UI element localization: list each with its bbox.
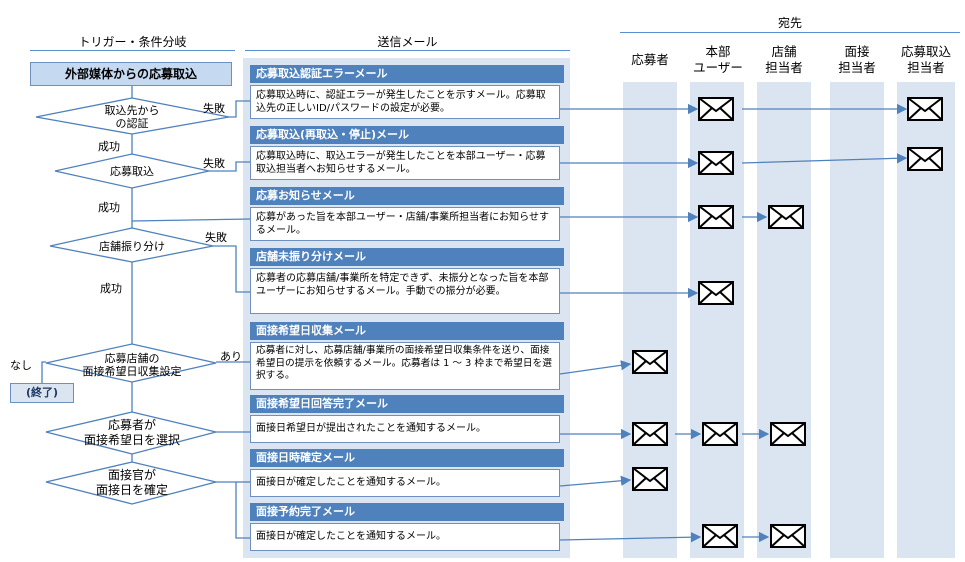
end-node: (終了) xyxy=(10,383,74,403)
edge-label-fail-intake: 失敗 xyxy=(203,157,225,170)
edge-label-no: なし xyxy=(10,359,32,372)
edge-label-ok-intake: 成功 xyxy=(98,201,120,214)
mail-body-date-fixed: 面接日が確定したことを通知するメール。 xyxy=(250,469,560,497)
decision-label-intake: 応募取込 xyxy=(110,165,154,178)
mail-title-unassigned: 店舗未振り分けメール xyxy=(250,248,564,266)
decision-diamond-store xyxy=(49,227,214,263)
mail-envelope-icon xyxy=(907,97,943,121)
dest-header-rule xyxy=(620,32,960,33)
mail-body-auth-error: 応募取込時に、認証エラーが発生したことを示すメール。応募取込先の正しいID/パス… xyxy=(250,85,560,119)
mail-title-dates-answered: 面接希望日回答完了メール xyxy=(250,395,564,413)
recipient-column-interviewer xyxy=(830,82,884,558)
decision-label-collect: 応募店舗の 面接希望日収集設定 xyxy=(82,352,182,378)
mail-envelope-icon xyxy=(698,97,734,121)
mail-body-reservation-complete: 面接日が確定したことを通知するメール。 xyxy=(250,523,560,551)
mail-title-date-fixed: 面接日時確定メール xyxy=(250,449,564,467)
trigger-header: トリガー・条件分岐 xyxy=(78,35,187,49)
edge-label-fail-auth: 失敗 xyxy=(203,102,225,115)
start-node: 外部媒体からの応募取込 xyxy=(30,62,232,86)
recipient-store-label: 店舗 担当者 xyxy=(765,44,803,75)
mail-title-collect-dates: 面接希望日収集メール xyxy=(250,322,564,340)
mail-header: 送信メール xyxy=(377,35,438,49)
mail-body-unassigned: 応募者の応募店舗/事業所を特定できず、未振分となった旨を本部ユーザーにお知らせす… xyxy=(250,268,560,314)
decision-label-select: 応募者が 面接希望日を選択 xyxy=(83,418,180,447)
decision-diamond-auth xyxy=(35,97,230,135)
mail-body-dates-answered: 面接日希望日が提出されたことを通知するメール。 xyxy=(250,415,560,443)
recipient-hq-label: 本部 ユーザー xyxy=(693,44,743,75)
mail-envelope-icon xyxy=(698,281,734,305)
mail-envelope-icon xyxy=(632,422,668,446)
mail-body-application-notice: 応募があった旨を本部ユーザー・店舗/事業所担当者にお知らせするメール。 xyxy=(250,207,560,241)
recipient-intake-label: 応募取込 担当者 xyxy=(900,44,951,75)
mail-envelope-icon xyxy=(770,422,806,446)
edge-label-fail-store: 失敗 xyxy=(205,231,227,244)
decision-label-store: 店舗振り分け xyxy=(99,240,165,253)
decision-diamond-confirm xyxy=(45,461,217,505)
trigger-header-rule xyxy=(30,50,235,51)
mail-body-collect-dates: 応募者に対し、応募店舗/事業所の面接希望日収集条件を送り、面接希望日の提示を依頼… xyxy=(250,342,560,390)
decision-diamond-select xyxy=(45,411,217,455)
mail-envelope-icon xyxy=(768,205,804,229)
mail-envelope-icon xyxy=(907,147,943,171)
decision-label-auth: 取込先から の認証 xyxy=(104,104,160,130)
mail-envelope-icon xyxy=(770,524,806,548)
mail-title-reimport: 応募取込(再取込・停止)メール xyxy=(250,126,564,144)
recipient-interviewer-label: 面接 担当者 xyxy=(838,44,876,75)
mail-body-reimport: 応募取込時に、取込エラーが発生したことを本部ユーザー・応募取込担当者へお知らせす… xyxy=(250,146,560,180)
mail-header-rule xyxy=(245,50,570,51)
mail-title-application-notice: 応募お知らせメール xyxy=(250,187,564,205)
mail-envelope-icon xyxy=(632,350,668,374)
mail-envelope-icon xyxy=(698,151,734,175)
decision-diamond-intake xyxy=(54,153,210,189)
dest-header: 宛先 xyxy=(777,16,802,30)
mail-envelope-icon xyxy=(702,524,738,548)
mail-envelope-icon xyxy=(698,205,734,229)
decision-label-confirm: 面接官が 面接日を確定 xyxy=(95,468,168,497)
mail-title-auth-error: 応募取込認証エラーメール xyxy=(250,65,564,83)
edge-label-yes: あり xyxy=(220,350,242,363)
edge-label-ok-store: 成功 xyxy=(100,282,122,295)
mail-envelope-icon xyxy=(632,467,668,491)
decision-diamond-collect xyxy=(45,343,217,383)
edge-label-ok-auth: 成功 xyxy=(98,140,120,153)
mail-envelope-icon xyxy=(702,422,738,446)
mail-title-reservation-complete: 面接予約完了メール xyxy=(250,503,564,521)
recipient-applicant-label: 応募者 xyxy=(631,52,669,67)
